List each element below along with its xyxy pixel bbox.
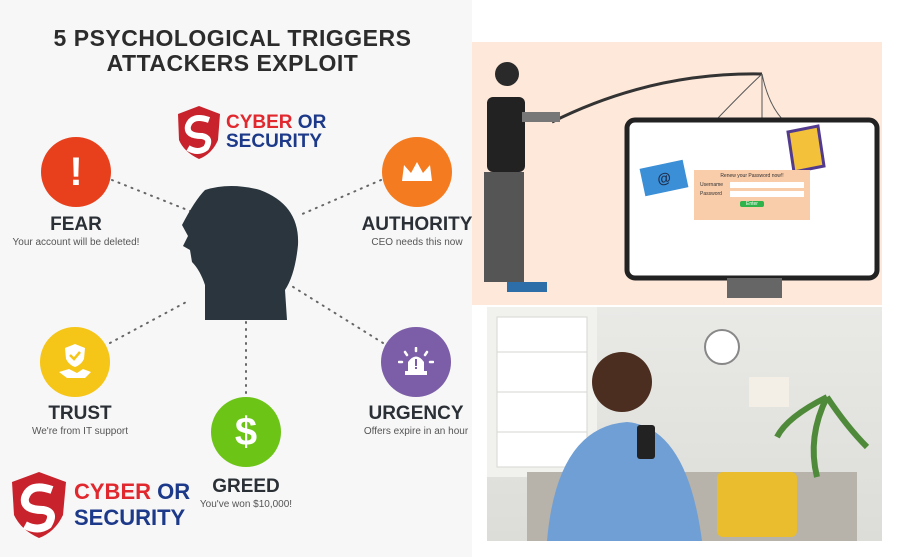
greed-circle: $ [211,397,281,467]
fear-subtitle: Your account will be deleted! [12,237,140,248]
dollar-icon: $ [234,409,258,454]
greed-label: GREED [212,476,280,497]
enter-button[interactable]: Enter [740,201,764,207]
greed-subtitle: You've won $10,000! [199,499,293,510]
wall-clock [704,329,740,365]
man-with-phone-photo [487,307,882,541]
credit-card-icon [786,124,826,174]
shield-handshake-icon [59,344,91,378]
logo-shield-icon [12,472,66,538]
head-silhouette [182,186,299,320]
authority-circle [382,137,452,207]
password-label: Password [700,191,722,197]
fishing-rod [551,72,763,124]
connector-lines [109,179,384,396]
logo-shield-icon [178,106,220,159]
phishing-login-form: Renew your Password now!! Username Passw… [694,170,810,220]
form-heading: Renew your Password now!! [720,173,784,179]
urgency-circle [381,327,451,397]
urgency-label: URGENCY [368,403,464,424]
username-label: Username [700,182,724,188]
trust-circle [40,327,110,397]
trust-label: TRUST [48,403,112,424]
fisherman-figure [484,62,560,292]
password-input[interactable] [730,191,804,197]
crown-icon [402,162,432,181]
alarm-siren-icon [398,347,434,375]
phishing-illustration: @ Renew your Password now!! Username Pas… [472,42,882,305]
authority-label: AUTHORITY [361,214,473,235]
exclamation-icon: ! [69,149,83,194]
fear-circle: ! [41,137,111,207]
username-input[interactable] [730,182,804,188]
authority-subtitle: CEO needs this now [371,237,463,248]
fear-label: FEAR [50,214,102,235]
urgency-subtitle: Offers expire in an hour [363,426,469,437]
trust-subtitle: We're from IT support [31,426,128,437]
